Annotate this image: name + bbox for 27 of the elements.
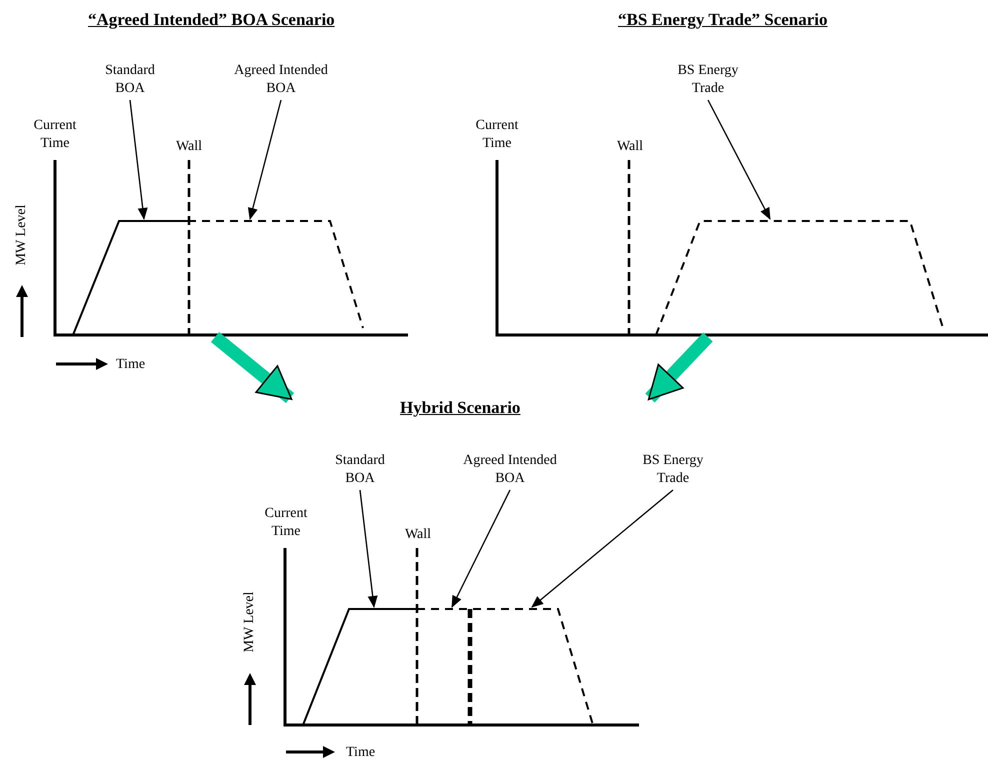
leader-line: [531, 490, 674, 608]
leader-line: [707, 100, 771, 220]
marker-label: Current Time: [474, 117, 520, 153]
callout-label: BS Energy Trade: [667, 62, 749, 98]
axis-label: Time: [116, 356, 146, 374]
callout-label: Agreed Intended BOA: [451, 452, 569, 488]
callout-label: Standard BOA: [94, 62, 166, 98]
block-arrow: [210, 332, 294, 404]
leader-line: [129, 100, 148, 220]
scenario-heading: “BS Energy Trade” Scenario: [618, 10, 828, 30]
axis-label: Time: [346, 744, 376, 760]
axis-label: MW Level: [241, 590, 258, 654]
marker-label: Wall: [174, 138, 204, 156]
callout-label: Agreed Intended BOA: [222, 62, 340, 98]
block-arrow: [645, 332, 713, 402]
leader-line: [451, 490, 511, 608]
marker-label: Current Time: [264, 505, 308, 541]
callout-label: Standard BOA: [324, 452, 396, 488]
scenario-heading: “Agreed Intended” BOA Scenario: [88, 10, 335, 30]
scenario-heading: Hybrid Scenario: [400, 398, 520, 418]
leader-line: [248, 100, 282, 220]
leader-line: [359, 490, 378, 608]
axis-label: MW Level: [13, 204, 30, 268]
marker-label: Wall: [616, 138, 644, 156]
callout-label: BS Energy Trade: [632, 452, 714, 488]
marker-label: Wall: [404, 526, 432, 544]
marker-label: Current Time: [32, 117, 78, 153]
